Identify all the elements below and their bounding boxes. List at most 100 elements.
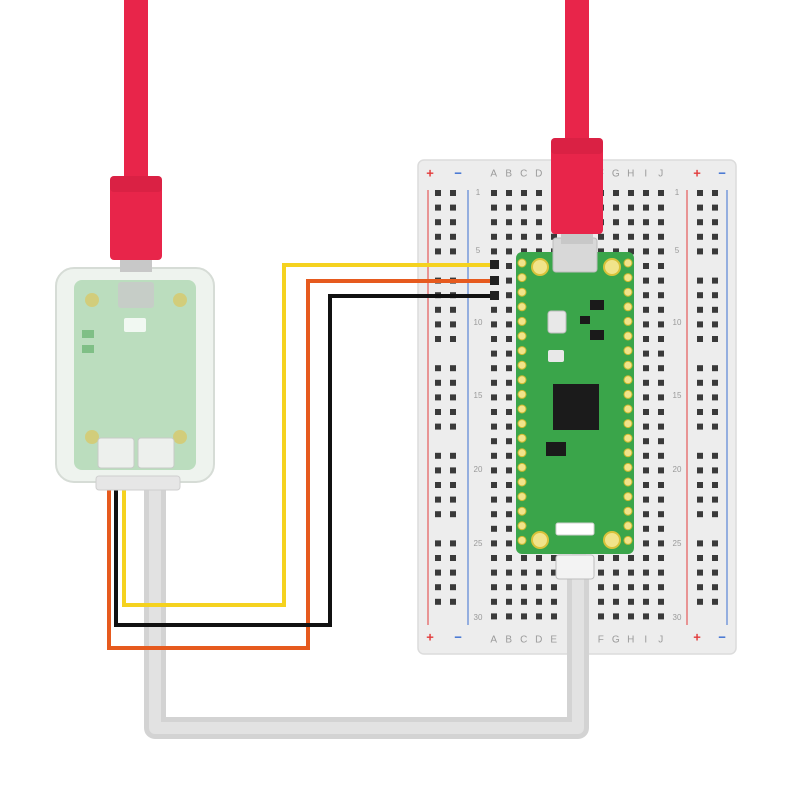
col-letter-bottom: C	[520, 635, 528, 646]
row-number-right: 15	[673, 391, 682, 400]
rail-hole	[450, 219, 456, 226]
breadboard-hole	[658, 263, 664, 269]
breadboard-hole	[491, 409, 497, 415]
breadboard-hole	[551, 584, 557, 591]
breadboard-hole	[643, 219, 649, 226]
probe-mount-hole	[173, 430, 187, 444]
breadboard-hole	[491, 365, 497, 372]
breadboard-hole	[506, 394, 512, 401]
breadboard-hole	[598, 569, 604, 576]
rail-hole	[697, 277, 703, 284]
probe-led	[124, 318, 146, 332]
breadboard-hole	[613, 204, 619, 211]
breadboard-hole	[658, 248, 664, 255]
breadboard-hole	[628, 190, 634, 196]
breadboard-hole	[628, 204, 634, 211]
probe-mount-hole	[85, 430, 99, 444]
rail-hole	[435, 321, 441, 328]
probe-smd	[82, 330, 94, 338]
rail-hole	[712, 452, 718, 459]
breadboard-hole	[506, 511, 512, 518]
rail-hole	[450, 467, 456, 474]
breadboard-hole	[506, 525, 512, 532]
breadboard-hole	[643, 409, 649, 415]
rail-hole	[712, 423, 718, 430]
breadboard-hole	[521, 584, 527, 591]
rail-hole	[435, 452, 441, 459]
breadboard-hole	[643, 248, 649, 255]
breadboard-hole	[643, 292, 649, 299]
col-letter-top: C	[520, 169, 528, 180]
pico-pin	[517, 346, 527, 356]
rail-hole	[712, 190, 718, 196]
rail-hole	[450, 423, 456, 430]
debug-probe	[55, 267, 215, 491]
pico-pin	[623, 506, 633, 516]
pico-mount-hole	[531, 531, 549, 549]
pico-pin	[517, 287, 527, 297]
rail-hole	[435, 496, 441, 503]
pico-pin	[623, 404, 633, 414]
row-number-left: 25	[474, 539, 483, 548]
breadboard-hole	[658, 482, 664, 488]
rail-hole	[450, 584, 456, 591]
rail-minus-top-left: −	[454, 165, 462, 180]
breadboard-hole	[658, 613, 664, 620]
rail-hole	[697, 190, 703, 196]
breadboard-hole	[598, 613, 604, 620]
rail-hole	[435, 409, 441, 415]
breadboard-hole	[643, 190, 649, 196]
col-letter-bottom: H	[627, 635, 635, 646]
pico-rp2040-chip	[553, 384, 599, 430]
row-number-left: 10	[474, 318, 483, 327]
usb-cable-probe-plug	[110, 176, 162, 260]
breadboard-hole	[643, 467, 649, 474]
rail-hole	[450, 248, 456, 255]
rail-hole	[712, 277, 718, 284]
rail-hole	[450, 540, 456, 547]
breadboard-hole	[536, 555, 542, 561]
breadboard-hole	[536, 584, 542, 591]
row-number-right: 10	[673, 318, 682, 327]
rail-minus-bottom-left: −	[454, 629, 462, 644]
breadboard-hole	[491, 233, 497, 240]
rail-hole	[697, 365, 703, 372]
breadboard-hole	[658, 467, 664, 474]
probe-usb-port	[118, 282, 154, 308]
breadboard-hole	[658, 190, 664, 196]
rail-hole	[450, 555, 456, 561]
row-number-right: 1	[675, 188, 680, 197]
rail-hole	[450, 321, 456, 328]
pico-pin	[623, 302, 633, 312]
rail-hole	[712, 292, 718, 299]
breadboard-hole	[658, 525, 664, 532]
rail-plus-bottom-right: +	[693, 629, 701, 644]
breadboard-hole	[643, 336, 649, 342]
breadboard-hole	[643, 555, 649, 561]
rail-hole	[697, 306, 703, 313]
pico-pin	[517, 360, 527, 370]
usb-cable-pico-plug-shade	[551, 138, 603, 154]
breadboard-hole	[643, 584, 649, 591]
breadboard-hole	[658, 379, 664, 386]
breadboard-hole	[613, 584, 619, 591]
breadboard-hole	[658, 350, 664, 357]
breadboard-hole	[491, 190, 497, 196]
breadboard-hole	[506, 321, 512, 328]
breadboard-hole	[506, 584, 512, 591]
usb-cable-probe-plug-shade	[110, 176, 162, 192]
rail-hole	[712, 336, 718, 342]
rail-hole	[712, 482, 718, 488]
rail-hole	[712, 467, 718, 474]
rail-hole	[697, 467, 703, 474]
pico-pin	[623, 287, 633, 297]
breadboard-hole	[491, 613, 497, 620]
pico-pin	[517, 521, 527, 531]
rail-hole	[697, 248, 703, 255]
rail-hole	[450, 409, 456, 415]
pico-debug-connector	[555, 554, 595, 580]
rail-plus-top-right: +	[693, 165, 701, 180]
breadboard-hole	[506, 263, 512, 269]
pico-pin	[517, 273, 527, 283]
col-letter-bottom: B	[505, 635, 512, 646]
